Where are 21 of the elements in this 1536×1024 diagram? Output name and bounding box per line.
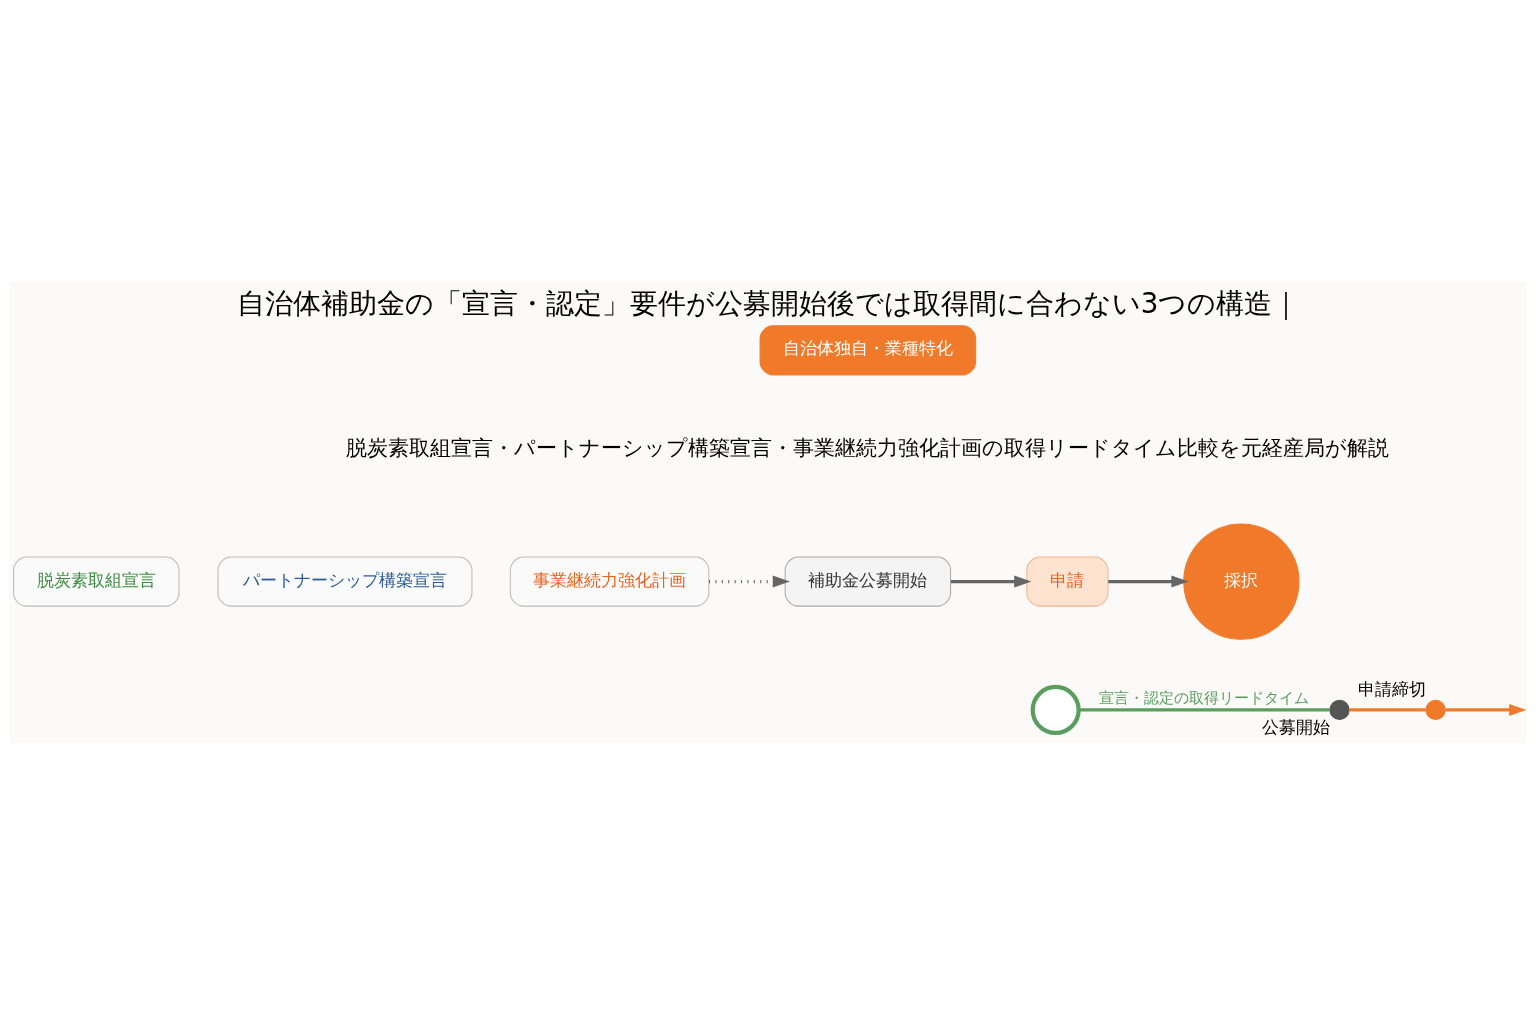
arrow <box>1445 703 1527 716</box>
arrow <box>708 575 790 588</box>
node-box: 申請 <box>1026 556 1109 607</box>
node-circle: 採択 <box>1183 522 1300 640</box>
node-circle <box>1030 684 1081 735</box>
connector <box>1078 707 1330 711</box>
node-label: 公募開始 <box>1261 716 1330 737</box>
connector <box>1349 707 1426 711</box>
node-label: 申請締切 <box>1357 678 1426 699</box>
node-box: パートナーシップ構築宣言 <box>217 556 473 607</box>
node-circle <box>1425 699 1446 720</box>
arrow <box>950 575 1032 588</box>
arrow <box>1108 575 1189 588</box>
label: 脱炭素取組宣言・パートナーシップ構築宣言・事業継続力強化計画の取得リードタイム比較を元経産局が解説 <box>346 434 1390 460</box>
node-box: 脱炭素取組宣言 <box>13 556 180 607</box>
node-box: 補助金公募開始 <box>784 556 952 607</box>
diagram-title: 自治体補助金の「宣言・認定」要件が公募開始後では取得間に合わない3つの構造｜ <box>236 286 1300 320</box>
node-box: 事業継続力強化計画 <box>509 556 710 607</box>
node-circle <box>1329 699 1350 720</box>
label: 自治体独自・業種特化 <box>782 337 953 358</box>
edge-label: 宣言・認定の取得リードタイム <box>1099 688 1310 707</box>
